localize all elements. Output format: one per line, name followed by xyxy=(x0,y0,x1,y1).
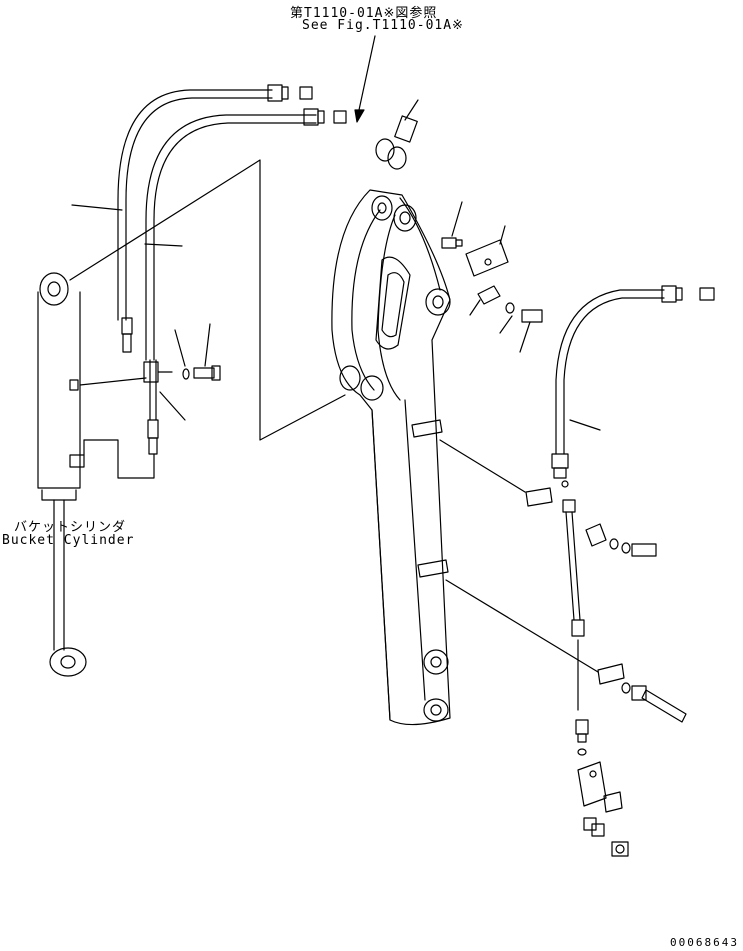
right-clamp-lower xyxy=(622,683,686,722)
reference-arrow xyxy=(355,36,375,122)
lower-pipe xyxy=(563,500,584,710)
hose-brackets xyxy=(412,420,624,684)
bucket-hose-right xyxy=(552,286,714,487)
bucket-cylinder xyxy=(38,205,182,676)
bucket-cylinder-label-english: Bucket Cylinder xyxy=(2,533,135,548)
right-clamp-upper xyxy=(586,524,656,556)
reference-note-japanese: 第T1110-01A※図参照 xyxy=(290,6,438,21)
reference-note-english: See Fig.T1110-01A※ xyxy=(302,18,464,33)
bucket-cylinder-label-japanese: バケットシリンダ xyxy=(14,520,127,535)
drawing-number: 00068643 xyxy=(670,936,739,949)
hose-clamp xyxy=(144,324,220,420)
bucket-hose-left xyxy=(118,85,346,454)
top-washers xyxy=(376,100,418,169)
pin-and-grease-fitting xyxy=(442,202,542,352)
cylinder-leader-lines xyxy=(70,160,345,440)
arm-body xyxy=(332,190,450,725)
bottom-fittings xyxy=(576,720,628,856)
